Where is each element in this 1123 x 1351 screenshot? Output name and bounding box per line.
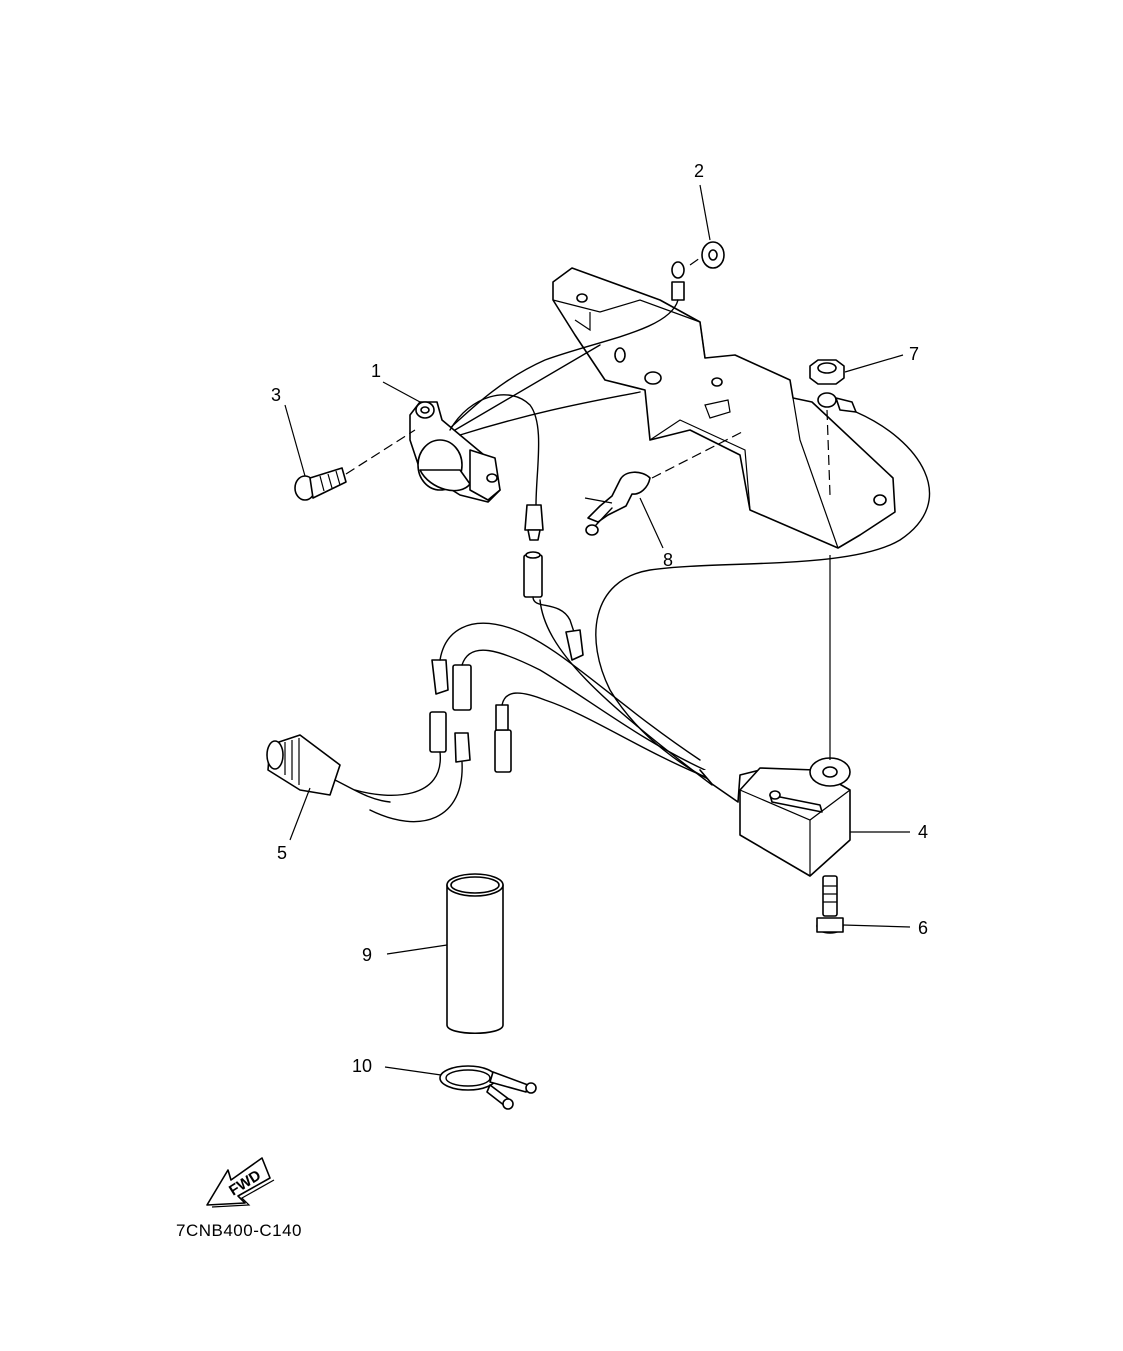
callout-10: 10 xyxy=(352,1056,372,1076)
callout-5: 5 xyxy=(277,843,287,863)
ring-terminal-wire xyxy=(595,392,931,781)
screw-part xyxy=(294,429,416,501)
bolt-part xyxy=(816,875,844,934)
callout-7: 7 xyxy=(909,344,919,364)
callout-8: 8 xyxy=(663,550,673,570)
nut-part xyxy=(809,359,845,385)
callout-6: 6 xyxy=(918,918,928,938)
callout-2: 2 xyxy=(694,161,704,181)
band-clip-part xyxy=(439,1065,537,1110)
leader-lines xyxy=(284,184,911,1076)
mounting-bracket xyxy=(552,267,896,549)
control-unit-part xyxy=(699,555,851,877)
ground-wire xyxy=(447,257,701,431)
drawing-code: 7CNB400-C140 xyxy=(176,1221,302,1240)
coupling-plug-part xyxy=(266,734,391,803)
bullet-connectors xyxy=(354,504,713,823)
callout-3: 3 xyxy=(271,385,281,405)
tube-part xyxy=(446,873,504,1034)
callout-9: 9 xyxy=(362,945,372,965)
callout-numbers: 1 2 3 4 5 6 7 8 9 10 xyxy=(271,161,928,1076)
callout-4: 4 xyxy=(918,822,928,842)
switch-unit-part xyxy=(409,344,641,506)
grommet-part xyxy=(701,241,725,269)
fwd-arrow-icon: FWD xyxy=(206,1157,275,1208)
callout-1: 1 xyxy=(371,361,381,381)
wire-clamp-part xyxy=(584,431,743,536)
